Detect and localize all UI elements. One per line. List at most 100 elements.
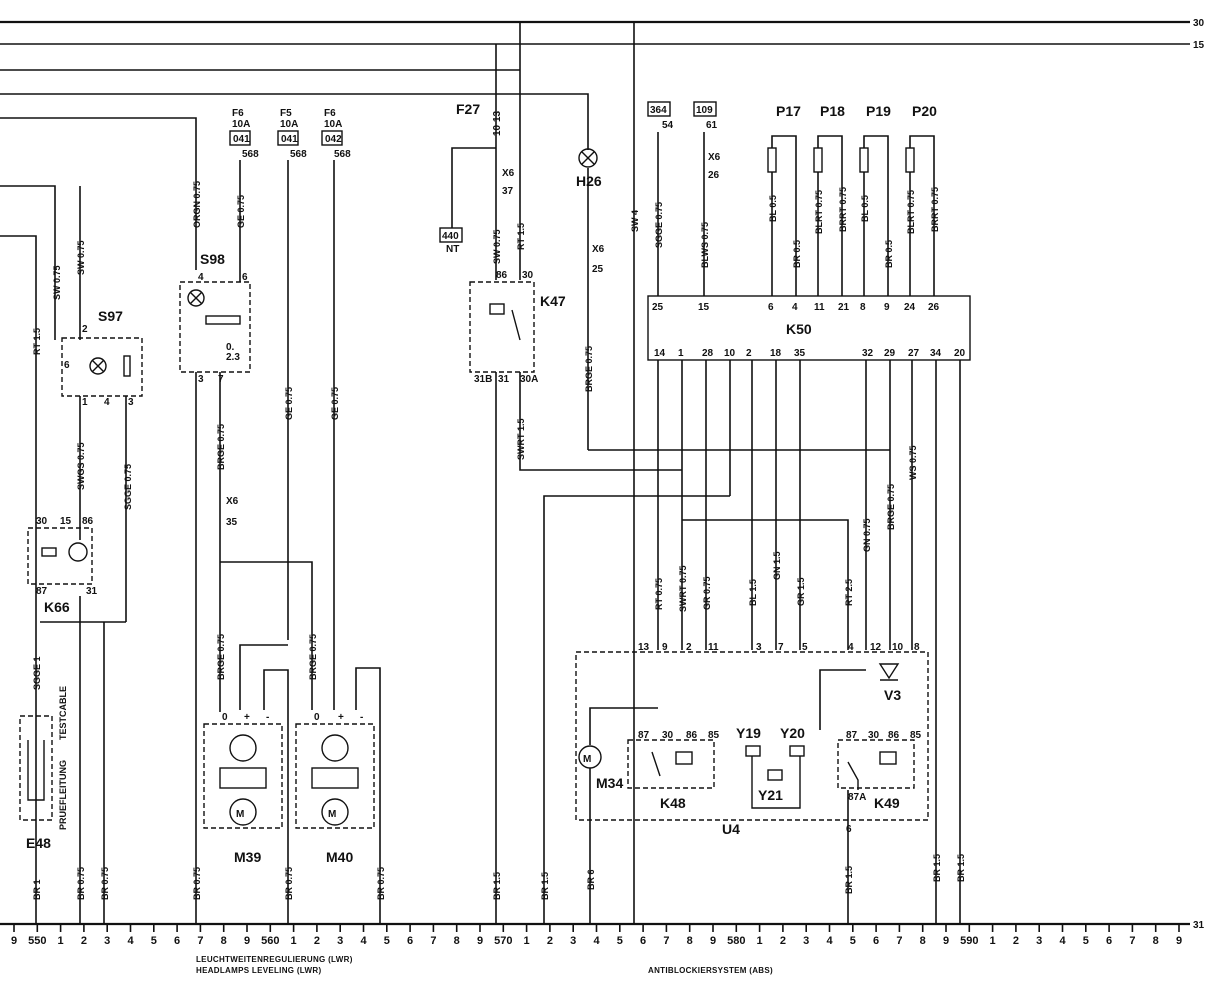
pin: 6 (846, 824, 852, 835)
wire-label: GN 1.5 (772, 551, 782, 580)
wire-left-7 (0, 235, 37, 924)
pin: 12 (870, 642, 882, 653)
k49-box (837, 739, 915, 789)
fuse-box-num: 042 (325, 134, 342, 145)
wire-label: SGGE 0.75 (654, 202, 664, 248)
lamp-cross (581, 151, 595, 165)
fuse-num: 568 (334, 149, 351, 160)
wire-label: ORGN 0.75 (192, 181, 202, 228)
wire-label: BR 0.75 (376, 867, 386, 900)
wire-label: TESTCABLE (58, 686, 68, 740)
k48-label: K48 (660, 795, 686, 811)
wire-label: BR 0.5 (792, 240, 802, 268)
fuse-rating: 10A (280, 119, 298, 130)
pin: 31 (86, 586, 98, 597)
pin: 15 (698, 302, 710, 313)
pin: 3 (128, 397, 134, 408)
pin: 2 (746, 348, 752, 359)
ref-364: 364 (650, 105, 667, 116)
wire-label: RT 1.5 (32, 328, 42, 355)
m39-label: M39 (234, 849, 261, 865)
pin: 21 (838, 302, 850, 313)
s97-lamp (89, 357, 107, 375)
p18-sensor (813, 147, 823, 173)
k50-top-pins: 25 15 6 4 11 21 8 9 24 26 (652, 302, 940, 313)
wire-label: BLRT 0.75 (906, 190, 916, 234)
p17-sensor (767, 147, 777, 173)
pin: 3 (756, 642, 762, 653)
pin: 8 (914, 642, 920, 653)
wire (771, 135, 797, 296)
k47-box (469, 281, 535, 373)
u4-top-pins: 13 9 2 11 3 7 5 4 12 10 8 (638, 642, 920, 653)
pin: + (244, 712, 250, 723)
wire-top-4 (0, 93, 589, 150)
f27-label: F27 (456, 101, 480, 117)
y21-label: Y21 (758, 787, 783, 803)
scale-label: 9 (943, 935, 949, 947)
wire-label: BRRT 0.75 (930, 187, 940, 232)
scale-label: 3 (1036, 935, 1042, 947)
fuse-label: F6 (324, 108, 336, 119)
wire-label: RT 2.5 (844, 579, 854, 606)
connector: X6 (226, 496, 239, 507)
fuse-box (277, 130, 299, 146)
pin: 7 (218, 374, 224, 385)
pin: 31 (498, 374, 510, 385)
scale-label: 4 (1059, 935, 1066, 947)
wire-label: BR 1.5 (844, 866, 854, 894)
pin: 2.3 (226, 352, 240, 363)
k47-coil (489, 303, 505, 315)
fuse-box (321, 130, 343, 146)
lwr-section: F6 10A 041 568 F5 10A 041 568 F6 10A 042… (179, 108, 386, 924)
fuse-box-num: 041 (233, 134, 250, 145)
scale-label: 4 (826, 935, 833, 947)
pin: 11 (814, 302, 825, 313)
fuse-box (229, 130, 251, 146)
pin: 1 (678, 348, 684, 359)
pin: 30 (36, 516, 48, 527)
k66-label: K66 (44, 599, 70, 615)
wire-label: SW 4 (630, 210, 640, 232)
ref-109-pin: 61 (706, 120, 718, 131)
m40-box (295, 723, 375, 829)
pin: 28 (702, 348, 714, 359)
pin: 13 (492, 110, 503, 122)
connector-pin: 35 (226, 517, 238, 528)
p20-sensor (905, 147, 915, 173)
rail-31-label: 31 (1193, 920, 1205, 931)
wire-label: BRRT 0.75 (838, 187, 848, 232)
abs-section: SW 4 364 54 SGGE 0.75 109 61 X6 26 BLWS … (575, 22, 971, 924)
pin: 18 (770, 348, 782, 359)
scale-label: 4 (593, 935, 600, 947)
wire (519, 372, 682, 471)
wire-label: SW 0.75 (76, 240, 86, 275)
connector: X6 (592, 244, 605, 255)
wire (589, 707, 658, 745)
fuse-num: 568 (290, 149, 307, 160)
pin: 30A (520, 374, 538, 385)
wire-label: PRUEFLEITUNG (58, 760, 68, 830)
k50-label: K50 (786, 321, 812, 337)
wire-label: BR 0.75 (76, 867, 86, 900)
pin: 86 (888, 730, 900, 741)
wire-label: BR 0.75 (100, 867, 110, 900)
m40-transistor (321, 734, 349, 762)
v3-diode (878, 663, 900, 680)
scale-label: 9 (244, 935, 250, 947)
wire (543, 495, 730, 924)
wire-label: BR 1.5 (540, 872, 550, 900)
wire-label: BR 1.5 (956, 854, 966, 882)
ref-440-box (439, 227, 463, 243)
s97-label: S97 (98, 308, 123, 324)
scale-label: 570 (494, 935, 512, 947)
p19-label: P19 (866, 103, 891, 119)
scale-label: 7 (430, 935, 436, 947)
e48-label: E48 (26, 835, 51, 851)
scale-label: 3 (104, 935, 110, 947)
pin: 10 (724, 348, 736, 359)
scale-label: 2 (780, 935, 786, 947)
wire-label: SGGE 0.75 (123, 464, 133, 510)
pin: 24 (904, 302, 916, 313)
